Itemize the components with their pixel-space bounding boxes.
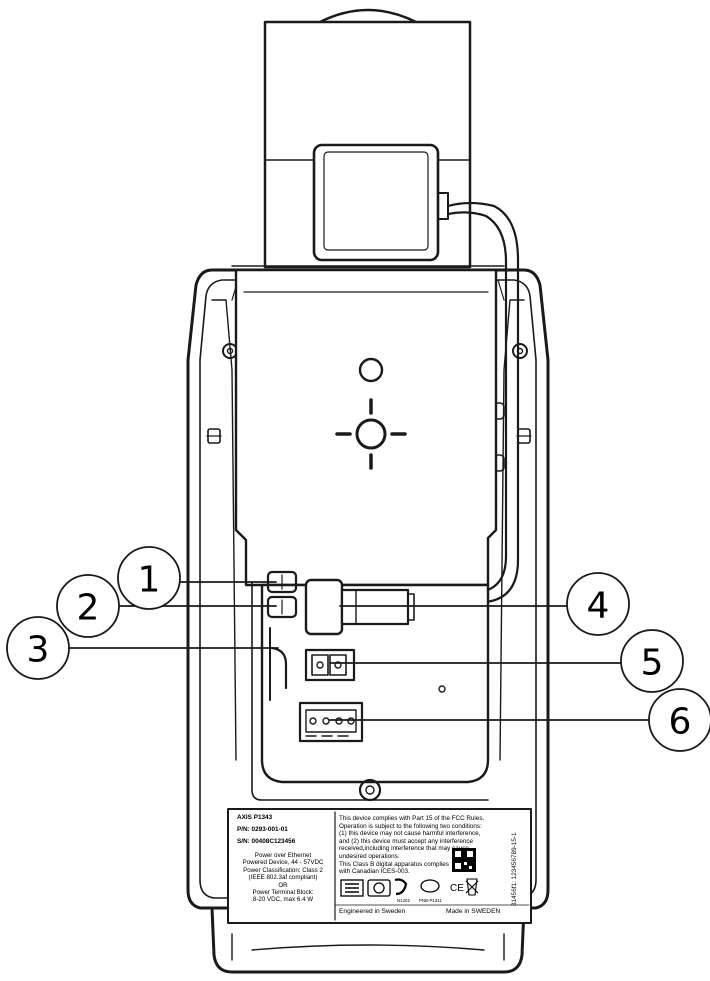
engineered-in-text: Engineered in Sweden	[339, 908, 406, 915]
callout-circle-4	[566, 572, 630, 636]
callout-number-3: 3	[27, 630, 50, 671]
fcc-line: and (2) this device must accept any inte…	[339, 837, 474, 845]
power-line: Power Terminal Block:	[252, 889, 314, 897]
power-terminal-block	[298, 701, 364, 743]
weee-bin-icon	[465, 878, 479, 896]
serial-number-text: S/N: 00408C123456	[237, 838, 296, 845]
sd-logo-icon	[340, 879, 364, 897]
power-line: 8-20 VDC, max 6.4 W	[252, 896, 314, 904]
callout-circle-2	[56, 574, 120, 638]
c-tick-mark-icon	[394, 878, 408, 896]
fcc-line: This device complies with Part 15 of the…	[339, 815, 485, 822]
callout-circle-3	[6, 616, 70, 680]
callout-number-6: 6	[669, 702, 692, 743]
power-line: Power Classification: Class 2	[243, 866, 323, 874]
fcc-line: with Canadian ICES-003.	[339, 868, 410, 876]
cable-connector-box	[312, 143, 520, 608]
power-line: (IEEE 802.3af compliant)	[248, 874, 318, 882]
fcc-line: This Class B digital apparatus complies	[339, 860, 449, 868]
fcc-line: (1) this device may not cause harmful in…	[339, 830, 481, 838]
callout-number-2: 2	[77, 588, 100, 629]
power-line: Power over Ethernet	[254, 852, 312, 859]
made-in-text: Made in SWEDEN	[446, 908, 501, 915]
fcc-statement: This device complies with Part 15 of the…	[339, 815, 525, 876]
power-line: OR	[278, 881, 288, 889]
leader-lines	[67, 581, 659, 721]
ce-mark-icon: CE	[450, 883, 464, 894]
callout-circle-1	[117, 546, 181, 610]
rotated-code: 31456f1: 123456789-15-1	[511, 816, 519, 906]
label-left-column: AXIS P1343 P/N: 0293-001-01 S/N: 00408C1…	[231, 812, 335, 920]
label-right-column: This device complies with Part 15 of the…	[335, 812, 528, 920]
io-connector	[304, 648, 356, 682]
callout-number-1: 1	[138, 560, 161, 601]
fcc-line: undesired operations.	[339, 852, 400, 860]
rotated-code-text: 31456f1: 123456789-15-1	[511, 832, 518, 906]
callout-circle-5	[620, 629, 684, 693]
vcci-mark-icon	[367, 879, 391, 897]
certification-marks: CE	[340, 848, 479, 897]
part-number-text: P/N: 0293-001-01	[237, 826, 288, 833]
fcc-line: Operation is subject to the following tw…	[339, 822, 482, 830]
model-text: AXIS P1343	[237, 814, 273, 821]
fcc-line: received,including interference that may…	[339, 845, 469, 853]
rear-cover-plate	[234, 268, 498, 587]
mark-code-pnb: PNB-P1311	[419, 898, 442, 903]
product-label-plate	[227, 808, 532, 924]
network-connector	[304, 578, 415, 636]
callout-number-5: 5	[641, 643, 664, 684]
mark-code-n1202: N1202	[397, 898, 410, 903]
callout-circle-6	[648, 688, 710, 752]
power-line: Powered Device, 44 - 57VDC	[242, 859, 324, 867]
product-label: AXIS P1343 P/N: 0293-001-01 S/N: 00408C1…	[231, 812, 528, 920]
korea-mark-icon	[420, 879, 440, 893]
callout-number-4: 4	[587, 586, 610, 627]
